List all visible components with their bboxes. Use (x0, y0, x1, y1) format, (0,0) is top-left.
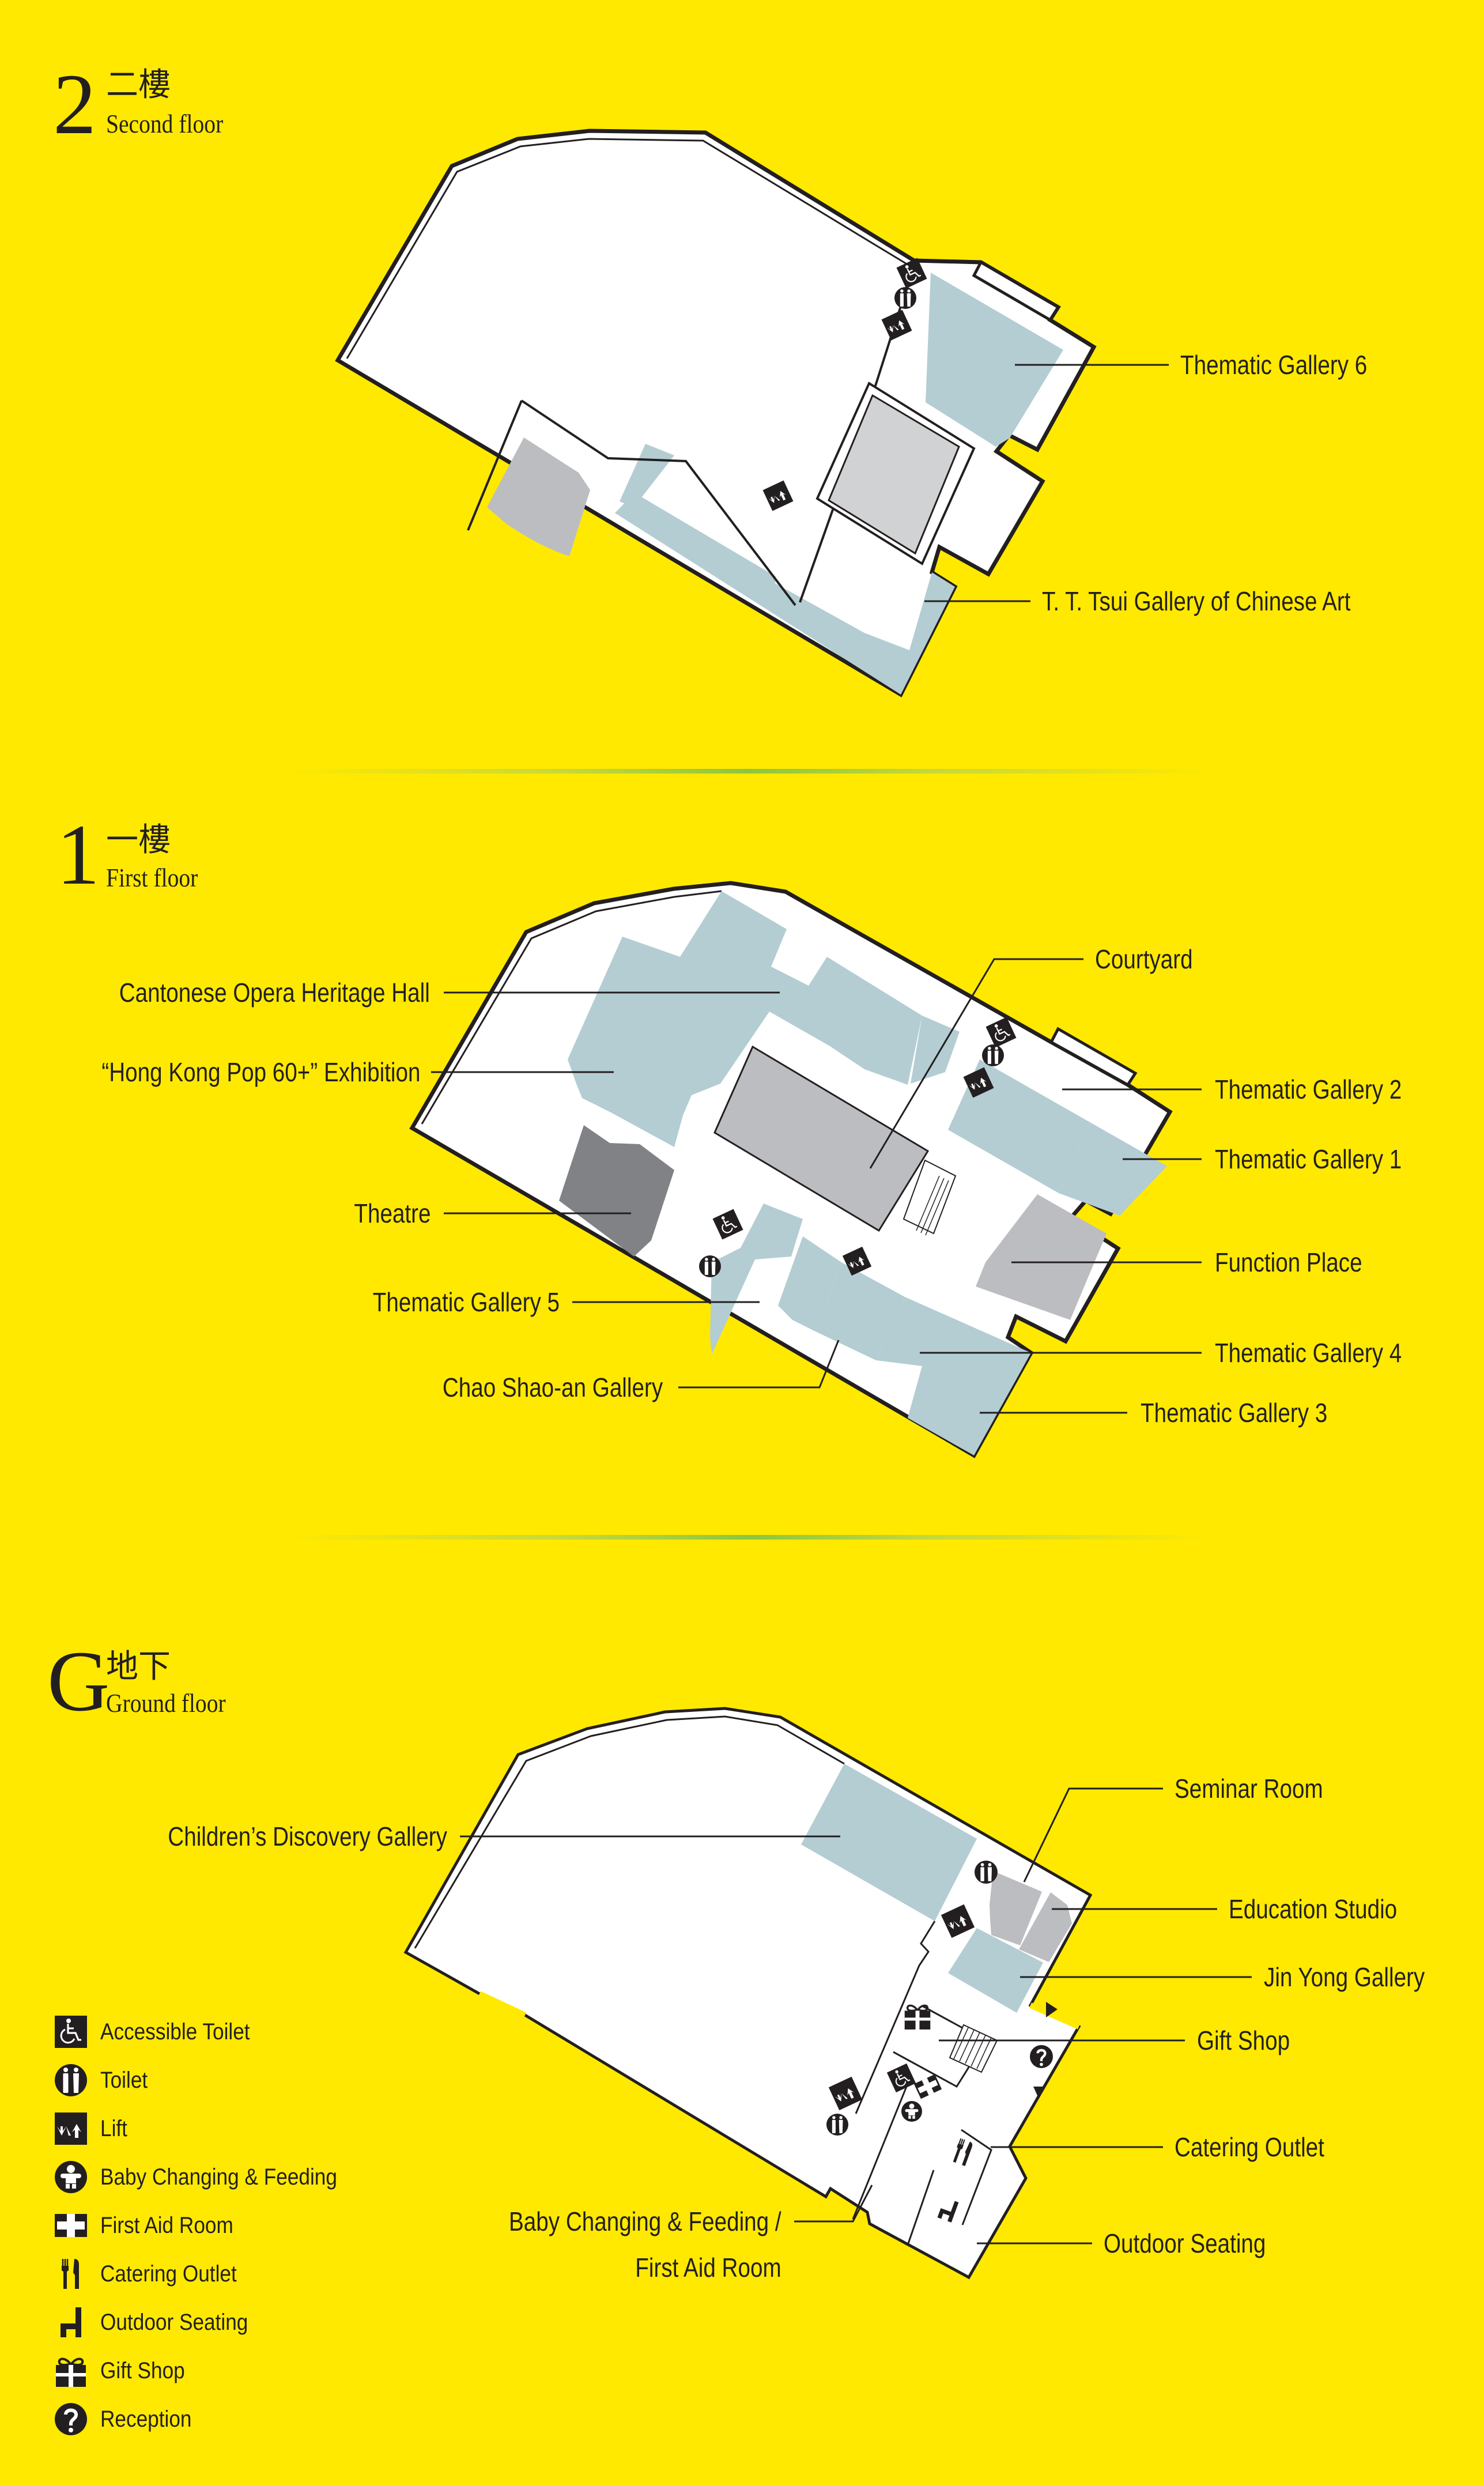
childrens-discovery-gallery-area[interactable] (801, 1764, 977, 1921)
floor-separator (288, 769, 1210, 774)
entrance-arrow (1046, 2002, 1058, 2017)
courtyard-area[interactable] (713, 1045, 930, 1232)
legend-item-toilet: Toilet (55, 2064, 401, 2096)
tt-tsui-gallery-area[interactable] (615, 493, 955, 695)
legend-label: Catering Outlet (100, 2261, 237, 2287)
legend-item-gift-shop: Gift Shop (55, 2355, 401, 2387)
legend-label: Lift (100, 2116, 127, 2141)
label-baby-changing-first-aid[interactable]: Baby Changing & Feeding / (509, 2206, 781, 2236)
label-thematic-gallery-3[interactable]: Thematic Gallery 3 (1141, 1398, 1328, 1428)
entrance-arrow (1033, 2087, 1044, 2098)
legend-label: Accessible Toilet (100, 2019, 250, 2044)
floor-name-english: Second floor (106, 109, 224, 138)
ground-escalator (949, 2024, 998, 2073)
label-thematic-gallery-5[interactable]: Thematic Gallery 5 (372, 1287, 560, 1317)
thematic-gallery-6-area[interactable] (926, 273, 1063, 447)
legend-label: Toilet (100, 2068, 148, 2093)
legend-item-reception: Reception (55, 2403, 401, 2435)
floor-name-chinese: 一樓 (106, 821, 171, 859)
escalator (903, 1159, 957, 1236)
floor-number: G (47, 1634, 110, 1729)
legend-label: Baby Changing & Feeding (100, 2164, 337, 2190)
thematic-gallery-5-area[interactable] (710, 1204, 803, 1355)
label-hong-kong-pop-exhibition[interactable]: “Hong Kong Pop 60+” Exhibition (101, 1057, 420, 1087)
legend-item-outdoor-seating: Outdoor Seating (55, 2306, 401, 2338)
floor-name-chinese: 二樓 (106, 66, 171, 104)
gift-shop-icon (55, 2355, 87, 2387)
floor-name-chinese: 地下 (106, 1648, 171, 1685)
legend-label: Outdoor Seating (100, 2310, 248, 2335)
ground-floor-plan (403, 1707, 1093, 2280)
label-education-studio[interactable]: Education Studio (1229, 1894, 1398, 1924)
function-place-area[interactable] (976, 1194, 1107, 1320)
label-thematic-gallery-1[interactable]: Thematic Gallery 1 (1215, 1144, 1402, 1174)
lift-icon (55, 2112, 87, 2145)
toilet-icon (55, 2064, 87, 2096)
second-floor-plan (335, 129, 1097, 697)
jin-yong-gallery-area[interactable] (948, 1928, 1043, 2013)
thematic-gallery-3-area[interactable] (876, 1297, 1031, 1455)
legend-label: First Aid Room (100, 2213, 233, 2238)
legend-item-lift: Lift (55, 2112, 401, 2145)
label-courtyard[interactable]: Courtyard (1095, 944, 1193, 974)
legend-item-catering: Catering Outlet (55, 2258, 401, 2290)
chao-shao-an-gallery-area[interactable] (778, 1236, 841, 1331)
floor-name-english: Ground floor (106, 1688, 226, 1718)
label-gift-shop[interactable]: Gift Shop (1197, 2025, 1290, 2055)
label-thematic-gallery-6[interactable]: Thematic Gallery 6 (1180, 350, 1368, 380)
label-thematic-gallery-4[interactable]: Thematic Gallery 4 (1215, 1338, 1402, 1368)
label-tt-tsui-gallery[interactable]: T. T. Tsui Gallery of Chinese Art (1042, 586, 1351, 616)
label-jin-yong-gallery[interactable]: Jin Yong Gallery (1264, 1962, 1425, 1992)
legend-item-baby-changing: Baby Changing & Feeding (55, 2161, 401, 2193)
first-aid-icon (55, 2209, 87, 2242)
hong-kong-pop-exhibition-area[interactable] (568, 1059, 683, 1147)
thematic-gallery-2-area[interactable] (948, 1059, 1091, 1193)
label-outdoor-seating[interactable]: Outdoor Seating (1104, 2228, 1266, 2258)
outdoor-seating-icon (55, 2306, 87, 2338)
floor-number: 2 (53, 56, 96, 152)
floor-separator (288, 1535, 1210, 1540)
accessible-toilet-icon (55, 2016, 87, 2048)
legend-label: Gift Shop (100, 2358, 185, 2383)
legend-item-first-aid: First Aid Room (55, 2209, 401, 2242)
label-first-aid-room[interactable]: First Aid Room (635, 2253, 781, 2283)
floor-name-english: First floor (106, 863, 198, 892)
label-theatre[interactable]: Theatre (354, 1198, 431, 1228)
label-thematic-gallery-2[interactable]: Thematic Gallery 2 (1215, 1074, 1402, 1104)
catering-icon (55, 2258, 87, 2290)
theatre-area[interactable] (559, 1125, 674, 1257)
label-childrens-discovery-gallery[interactable]: Children’s Discovery Gallery (168, 1821, 447, 1851)
first-floor-plan (409, 881, 1173, 1458)
label-cantonese-opera-hall[interactable]: Cantonese Opera Heritage Hall (119, 978, 430, 1008)
baby-changing-icon (55, 2161, 87, 2193)
thematic-gallery-4-area[interactable] (815, 1262, 905, 1360)
legend-label: Reception (100, 2406, 192, 2432)
label-seminar-room[interactable]: Seminar Room (1175, 1774, 1323, 1804)
reception-icon (55, 2403, 87, 2435)
thematic-gallery-1-area[interactable] (1059, 1123, 1167, 1216)
label-function-place[interactable]: Function Place (1215, 1247, 1362, 1277)
floor-number: 1 (56, 807, 100, 903)
cantonese-opera-hall-area[interactable] (568, 891, 922, 1115)
legend-item-accessible-toilet: Accessible Toilet (55, 2016, 401, 2048)
seminar-room-area[interactable] (990, 1871, 1042, 1945)
leader-lines (431, 364, 1252, 2244)
label-catering-outlet[interactable]: Catering Outlet (1175, 2132, 1324, 2162)
label-chao-shao-an-gallery[interactable]: Chao Shao-an Gallery (442, 1372, 663, 1402)
